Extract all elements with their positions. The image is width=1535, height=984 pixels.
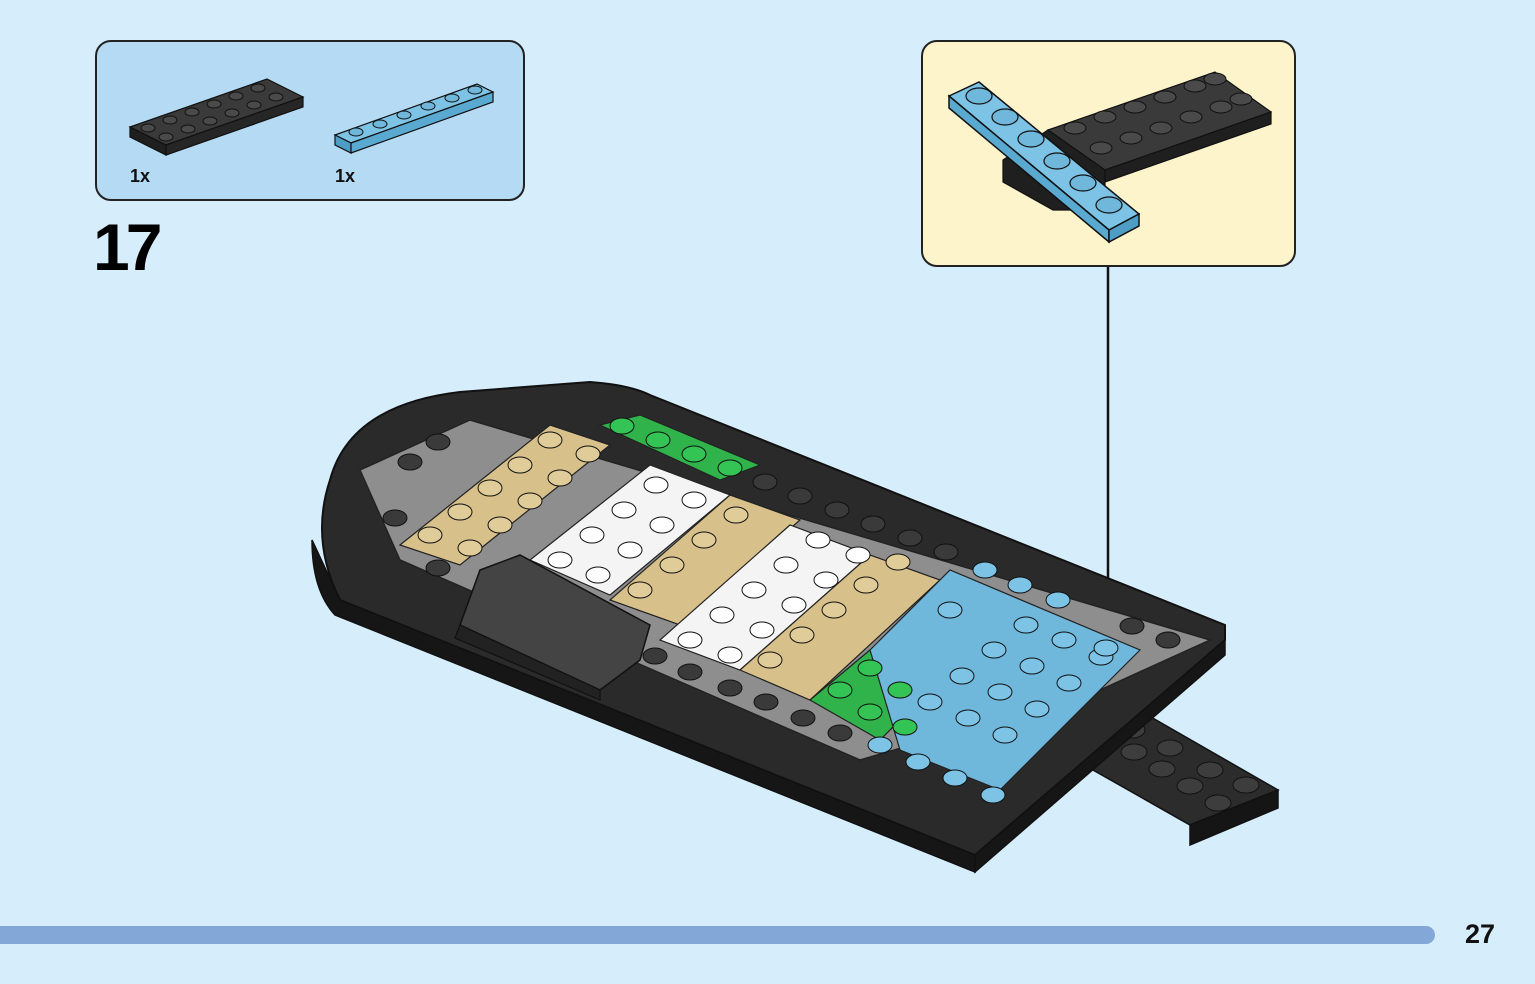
callout-black-plate xyxy=(1002,71,1273,211)
part-quantity-blue-plate: 1x xyxy=(335,166,356,186)
part-light-blue-plate-1x6 xyxy=(333,83,495,154)
part-black-plate-2x6 xyxy=(128,78,305,156)
parts-list-panel: 1x 1x xyxy=(95,40,525,201)
model-tan-stripe-1 xyxy=(398,424,612,566)
model-studs xyxy=(382,417,1181,804)
model-tan-stripe-2 xyxy=(608,494,802,626)
callout-panel xyxy=(921,40,1296,267)
callout-illustration xyxy=(947,71,1273,244)
model-slope-bricks xyxy=(454,554,651,701)
progress-bar xyxy=(0,926,1435,944)
page-number: 27 xyxy=(1465,919,1496,949)
step-number: 17 xyxy=(93,210,162,284)
model-light-blue-section xyxy=(869,569,1142,791)
part-quantity-black-plate: 1x xyxy=(130,166,151,186)
callout-light-blue-plate xyxy=(947,81,1141,244)
parts-illustration xyxy=(128,78,495,156)
